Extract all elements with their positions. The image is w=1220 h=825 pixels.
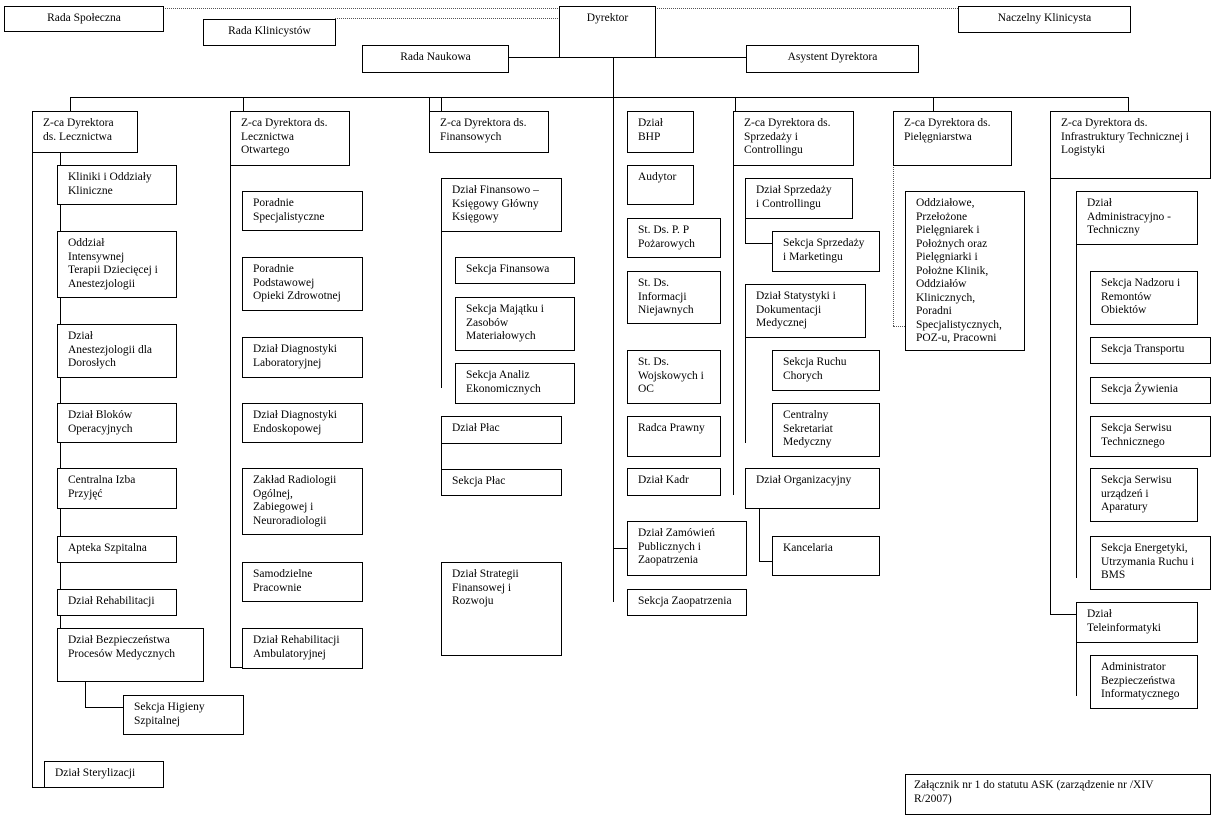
rada-klinicystow-box: Rada Klinicystów: [203, 19, 336, 46]
bloki-box: Dział Bloków Operacyjnych: [57, 403, 177, 443]
organizacyjny-box: Dział Organizacyjny: [745, 468, 880, 509]
apteka-box: Apteka Szpitalna: [57, 536, 177, 563]
serwis-tech-box: Sekcja Serwisu Technicznego: [1090, 416, 1211, 457]
admin-tech-box: Dział Administracyjno - Techniczny: [1076, 191, 1198, 245]
asystent-dyrektora-box: Asystent Dyrektora: [746, 45, 919, 73]
rehab-amb-box: Dział Rehabilitacji Ambulatoryjnej: [242, 628, 363, 669]
zca-otwartego-head: Z-ca Dyrektora ds. Lecznictwa Otwartego: [230, 111, 350, 166]
zaopatrzenia-box: Sekcja Zaopatrzenia: [627, 589, 747, 616]
diagn-endo-box: Dział Diagnostyki Endoskopowej: [242, 403, 363, 443]
finans-ksieg-box: Dział Finansowo – Księgowy Główny Księgo…: [441, 178, 562, 232]
dyrektor-box: Dyrektor: [559, 6, 656, 58]
abi-box: Administrator Bezpieczeństwa Informatycz…: [1090, 655, 1198, 709]
teleinformatyki-box: Dział Teleinformatyki: [1076, 602, 1198, 643]
anestezjologia-box: Dział Anestezjologii dla Dorosłych: [57, 324, 177, 378]
poradnie-spec-box: Poradnie Specjalistyczne: [242, 191, 363, 231]
sekcja-plac-box: Sekcja Płac: [441, 469, 562, 496]
naczelny-klinicysta-box: Naczelny Klinicysta: [958, 6, 1131, 33]
higiena-box: Sekcja Higieny Szpitalnej: [123, 695, 244, 735]
sekcja-majatku-box: Sekcja Majątku i Zasobów Materiałowych: [455, 297, 575, 351]
zywienia-box: Sekcja Żywienia: [1090, 377, 1211, 404]
rada-spoleczna-box: Rada Społeczna: [4, 6, 164, 32]
bhp-box: Dział BHP: [627, 111, 694, 153]
zca-pielegniarstwa-head: Z-ca Dyrektora ds. Pielęgniarstwa: [893, 111, 1012, 166]
zca-lecznictwa-head: Z-ca Dyrektora ds. Lecznictwa: [32, 111, 138, 153]
wojskowych-box: St. Ds. Wojskowych i OC: [627, 350, 721, 404]
rehabilitacja-box: Dział Rehabilitacji: [57, 589, 177, 616]
sterylizacja-box: Dział Sterylizacji: [44, 761, 164, 788]
radiologia-box: Zakład Radiologii Ogólnej, Zabiegowej i …: [242, 468, 363, 535]
kliniki-box: Kliniki i Oddziały Kliniczne: [57, 165, 177, 205]
sprzedazy-box: Dział Sprzedaży i Controllingu: [745, 178, 853, 219]
oit-box: Oddział Intensywnej Terapii Dziecięcej i…: [57, 231, 177, 298]
zca-sprzedazy-head: Z-ca Dyrektora ds. Sprzedaży i Controlli…: [733, 111, 854, 166]
radca-box: Radca Prawny: [627, 416, 721, 457]
niejawnych-box: St. Ds. Informacji Niejawnych: [627, 271, 721, 324]
samodzielne-box: Samodzielne Pracownie: [242, 562, 363, 602]
poz-box: Poradnie Podstawowej Opieki Zdrowotnej: [242, 257, 363, 311]
ruchu-chorych-box: Sekcja Ruchu Chorych: [772, 350, 880, 391]
pozarowych-box: St. Ds. P. P Pożarowych: [627, 218, 721, 258]
audytor-box: Audytor: [627, 165, 694, 205]
sekretariat-box: Centralny Sekretariat Medyczny: [772, 403, 880, 457]
pielegniarki-box: Oddziałowe, Przełożone Pielęgniarek i Po…: [905, 191, 1025, 351]
energetyki-box: Sekcja Energetyki, Utrzymania Ruchu i BM…: [1090, 536, 1211, 590]
strategia-box: Dział Strategii Finansowej i Rozwoju: [441, 562, 562, 656]
kancelaria-box: Kancelaria: [772, 536, 880, 576]
sekcja-finansowa-box: Sekcja Finansowa: [455, 257, 575, 284]
sekcja-analiz-box: Sekcja Analiz Ekonomicznych: [455, 363, 575, 404]
bezpieczenstwo-box: Dział Bezpieczeństwa Procesów Medycznych: [57, 628, 204, 682]
zamowien-box: Dział Zamówień Publicznych i Zaopatrzeni…: [627, 521, 747, 576]
marketing-box: Sekcja Sprzedaży i Marketingu: [772, 231, 880, 272]
transportu-box: Sekcja Transportu: [1090, 337, 1211, 364]
zalacznik-note: Załącznik nr 1 do statutu ASK (zarządzen…: [905, 774, 1211, 815]
kadr-box: Dział Kadr: [627, 468, 721, 496]
zca-infrastruktury-head: Z-ca Dyrektora ds. Infrastruktury Techni…: [1050, 111, 1211, 179]
nadzoru-box: Sekcja Nadzoru i Remontów Obiektów: [1090, 271, 1198, 325]
zca-finansowych-head: Z-ca Dyrektora ds. Finansowych: [429, 111, 549, 153]
rada-naukowa-box: Rada Naukowa: [362, 45, 509, 73]
diagn-lab-box: Dział Diagnostyki Laboratoryjnej: [242, 337, 363, 378]
dzial-plac-box: Dział Płac: [441, 416, 562, 444]
statystyki-box: Dział Statystyki i Dokumentacji Medyczne…: [745, 284, 866, 338]
izba-przyjec-box: Centralna Izba Przyjęć: [57, 468, 177, 509]
serwis-aparatury-box: Sekcja Serwisu urządzeń i Aparatury: [1090, 468, 1198, 522]
